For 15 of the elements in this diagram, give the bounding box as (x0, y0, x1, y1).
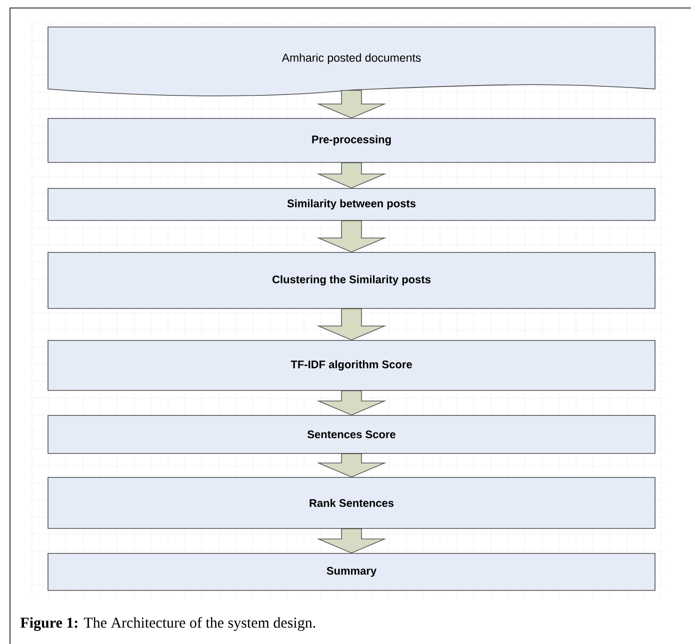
block-arrow (316, 390, 386, 416)
process-box: Clustering the Similarity posts (48, 252, 656, 309)
figure-caption: Figure 1: The Architecture of the system design. (20, 617, 316, 631)
block-arrow (316, 308, 386, 340)
block-arrow (316, 90, 386, 118)
process-box: Rank Sentences (48, 476, 656, 529)
process-box: Similarity between posts (48, 188, 656, 221)
process-box: Summary (48, 552, 656, 591)
process-box: Pre-processing (48, 118, 656, 163)
block-arrow (316, 162, 386, 188)
block-arrow (316, 453, 386, 478)
process-box: TF-IDF algorithm Score (48, 340, 656, 391)
process-box: Sentences Score (48, 414, 656, 454)
block-arrow (316, 220, 386, 252)
block-arrow (316, 528, 386, 554)
